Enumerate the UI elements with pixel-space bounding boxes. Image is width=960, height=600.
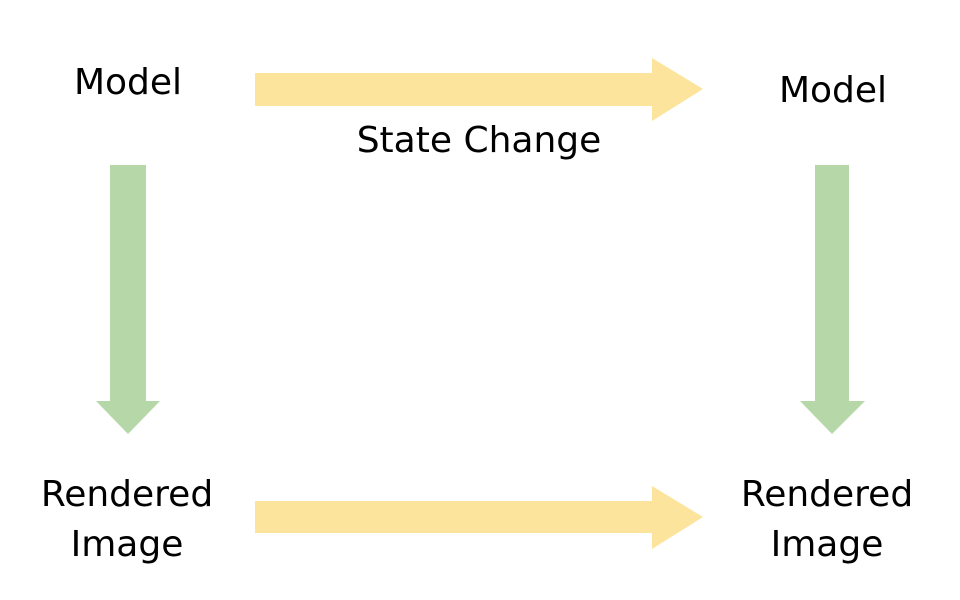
model-label-left: Model — [28, 58, 228, 108]
model-label-right: Model — [733, 66, 933, 116]
model-left-text: Model — [73, 62, 183, 103]
rendered-image-label-right: Rendered Image — [716, 470, 938, 570]
state-change-label: State Change — [326, 116, 632, 166]
state-change-arrow — [255, 58, 703, 121]
model-right-text: Model — [778, 70, 888, 111]
state-change-text: State Change — [356, 120, 602, 161]
left-render-arrow — [96, 165, 160, 434]
rendered-image-transition-arrow — [255, 486, 703, 549]
rendered-image-label-left: Rendered Image — [16, 470, 238, 570]
right-render-arrow — [800, 165, 865, 434]
rendered-right-line-2: Image — [770, 524, 884, 565]
rendered-right-line-1: Rendered — [740, 474, 914, 515]
rendered-left-line-1: Rendered — [40, 474, 214, 515]
rendered-left-line-2: Image — [70, 524, 184, 565]
